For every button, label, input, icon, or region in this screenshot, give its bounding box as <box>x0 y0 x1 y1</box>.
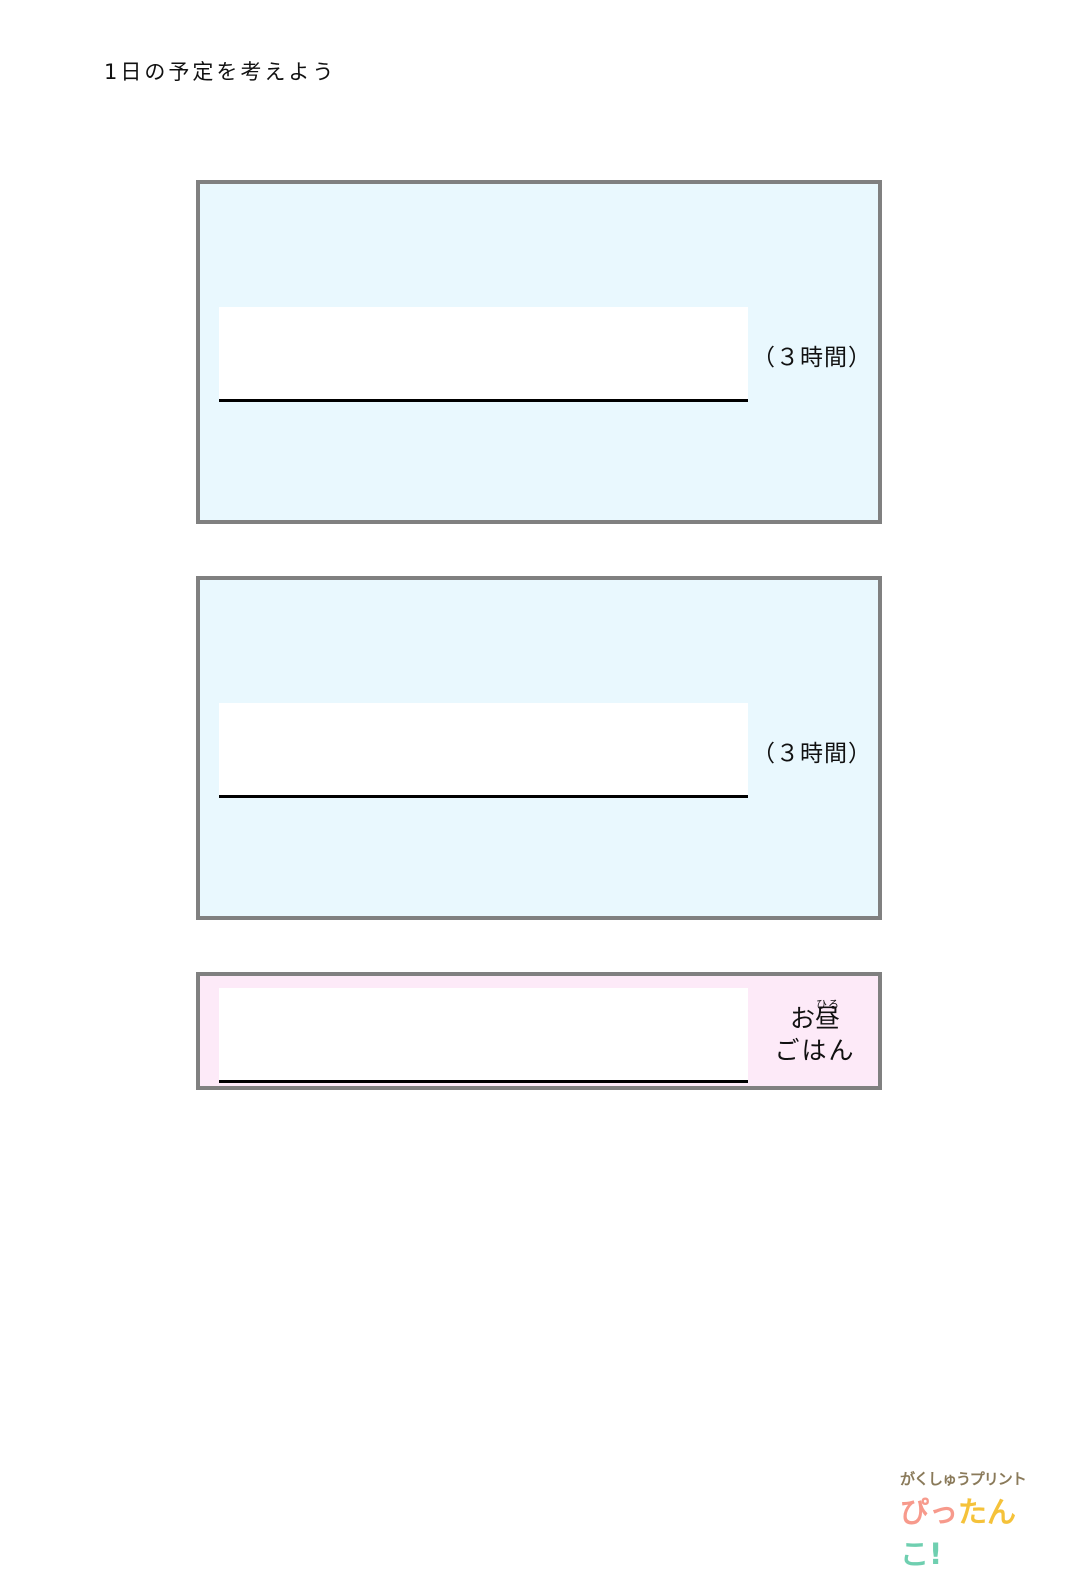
schedule-box-1: （３時間） <box>196 180 882 524</box>
brand-logo: がくしゅうプリント ぴったんこ! <box>900 1468 1045 1571</box>
duration-label-2: （３時間） <box>752 741 872 767</box>
logo-bottom-part-1: ぴっ <box>900 1495 959 1529</box>
lunch-line1: お昼 <box>789 1004 840 1033</box>
logo-top-text: がくしゅうプリント <box>900 1470 1027 1488</box>
duration-label-1: （３時間） <box>752 345 872 371</box>
lunch-ruby: ひる <box>815 998 840 1011</box>
page-title: 1日の予定を考えよう <box>104 60 337 84</box>
logo-bottom-part-2: たん <box>958 1495 1017 1529</box>
activity-field-2[interactable] <box>219 703 748 798</box>
lunch-box: ひる お昼 ごはん <box>196 972 882 1090</box>
logo-bottom-part-3: こ! <box>900 1537 943 1571</box>
schedule-box-2: （３時間） <box>196 576 882 920</box>
lunch-label: ひる お昼 ごはん <box>752 998 878 1068</box>
lunch-line2: ごはん <box>774 1036 856 1065</box>
lunch-field[interactable] <box>219 988 748 1083</box>
activity-field-1[interactable] <box>219 307 748 402</box>
